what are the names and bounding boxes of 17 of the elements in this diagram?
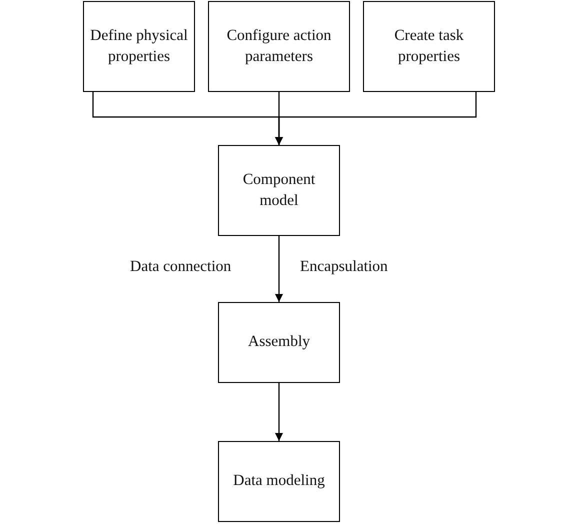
connector-note: Data connection	[130, 258, 232, 276]
box-label: Configure action parameters	[226, 26, 332, 66]
process-box	[218, 145, 340, 236]
connector-arrow	[275, 92, 477, 145]
process-box	[83, 1, 195, 92]
connector-arrow	[275, 236, 283, 302]
box-label: Define physical properties	[89, 26, 189, 66]
box-label: Component model	[242, 170, 316, 210]
box-label: Assembly	[248, 332, 310, 352]
box-label: Data modeling	[233, 471, 325, 492]
box-label: Create task properties	[393, 26, 465, 66]
process-box	[218, 302, 340, 383]
connector-note: Encapsulation	[300, 258, 388, 276]
process-box	[363, 1, 495, 92]
process-box	[208, 1, 350, 92]
process-box	[218, 441, 340, 522]
connector-arrow	[275, 383, 283, 441]
